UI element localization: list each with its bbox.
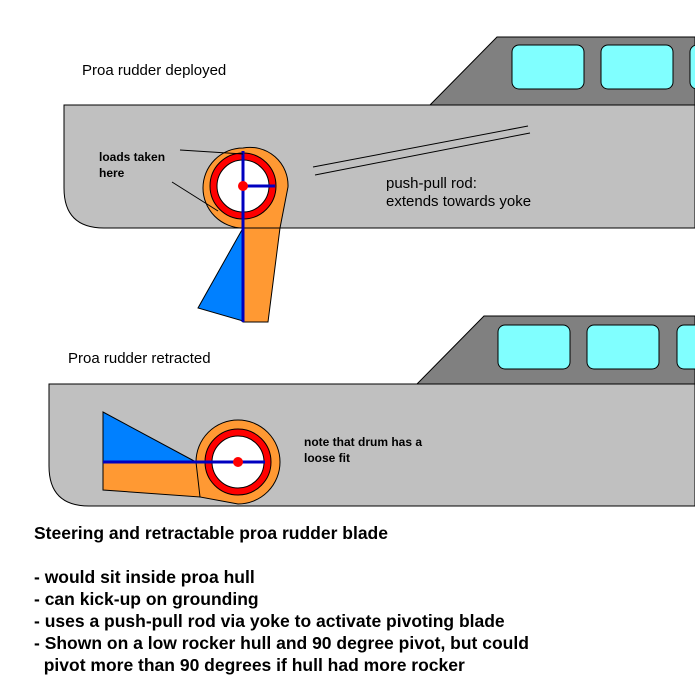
window-top-3 (689, 44, 695, 90)
loads-leader-1 (179, 149, 244, 155)
window-top-1 (511, 44, 585, 90)
caption-bullet: - would sit inside proa hull (34, 567, 255, 587)
caption-bullet: - Shown on a low rocker hull and 90 degr… (34, 633, 529, 653)
caption-spacer (34, 544, 684, 566)
rudder-stock-deployed (242, 227, 281, 323)
window-bottom-3 (676, 324, 695, 370)
caption-title: Steering and retractable proa rudder bla… (34, 523, 388, 543)
caption-bullet: pivot more than 90 degrees if hull had m… (34, 655, 465, 675)
label-loads-1: loads taken (99, 150, 165, 164)
caption: Steering and retractable proa rudder bla… (34, 522, 684, 676)
label-rod-2: extends towards yoke (386, 193, 531, 210)
hull-retracted: Proa rudder retracted note that drum has… (48, 315, 695, 507)
label-rod-1: push-pull rod: (386, 175, 477, 192)
window-top-2 (600, 44, 674, 90)
label-drum-2: loose fit (304, 451, 350, 465)
caption-bullet: - can kick-up on grounding (34, 589, 259, 609)
window-bottom-1 (497, 324, 571, 370)
label-retracted: Proa rudder retracted (68, 350, 211, 367)
push-pull-rod-line-2 (314, 132, 531, 176)
caption-bullet: - uses a push-pull rod via yoke to activ… (34, 611, 505, 631)
hull-top (63, 104, 695, 229)
loads-leader-2 (171, 181, 219, 212)
push-pull-rod-line-1 (312, 125, 529, 168)
label-drum-1: note that drum has a (304, 435, 422, 449)
label-deployed: Proa rudder deployed (82, 62, 226, 79)
hull-deployed: Proa rudder deployed loads taken here pu… (63, 36, 695, 323)
rudder-blade-deployed (197, 226, 244, 322)
window-bottom-2 (586, 324, 660, 370)
pivot-dot-retracted (233, 457, 243, 467)
pivot-dot-deployed (238, 181, 248, 191)
label-loads-2: here (99, 166, 125, 180)
